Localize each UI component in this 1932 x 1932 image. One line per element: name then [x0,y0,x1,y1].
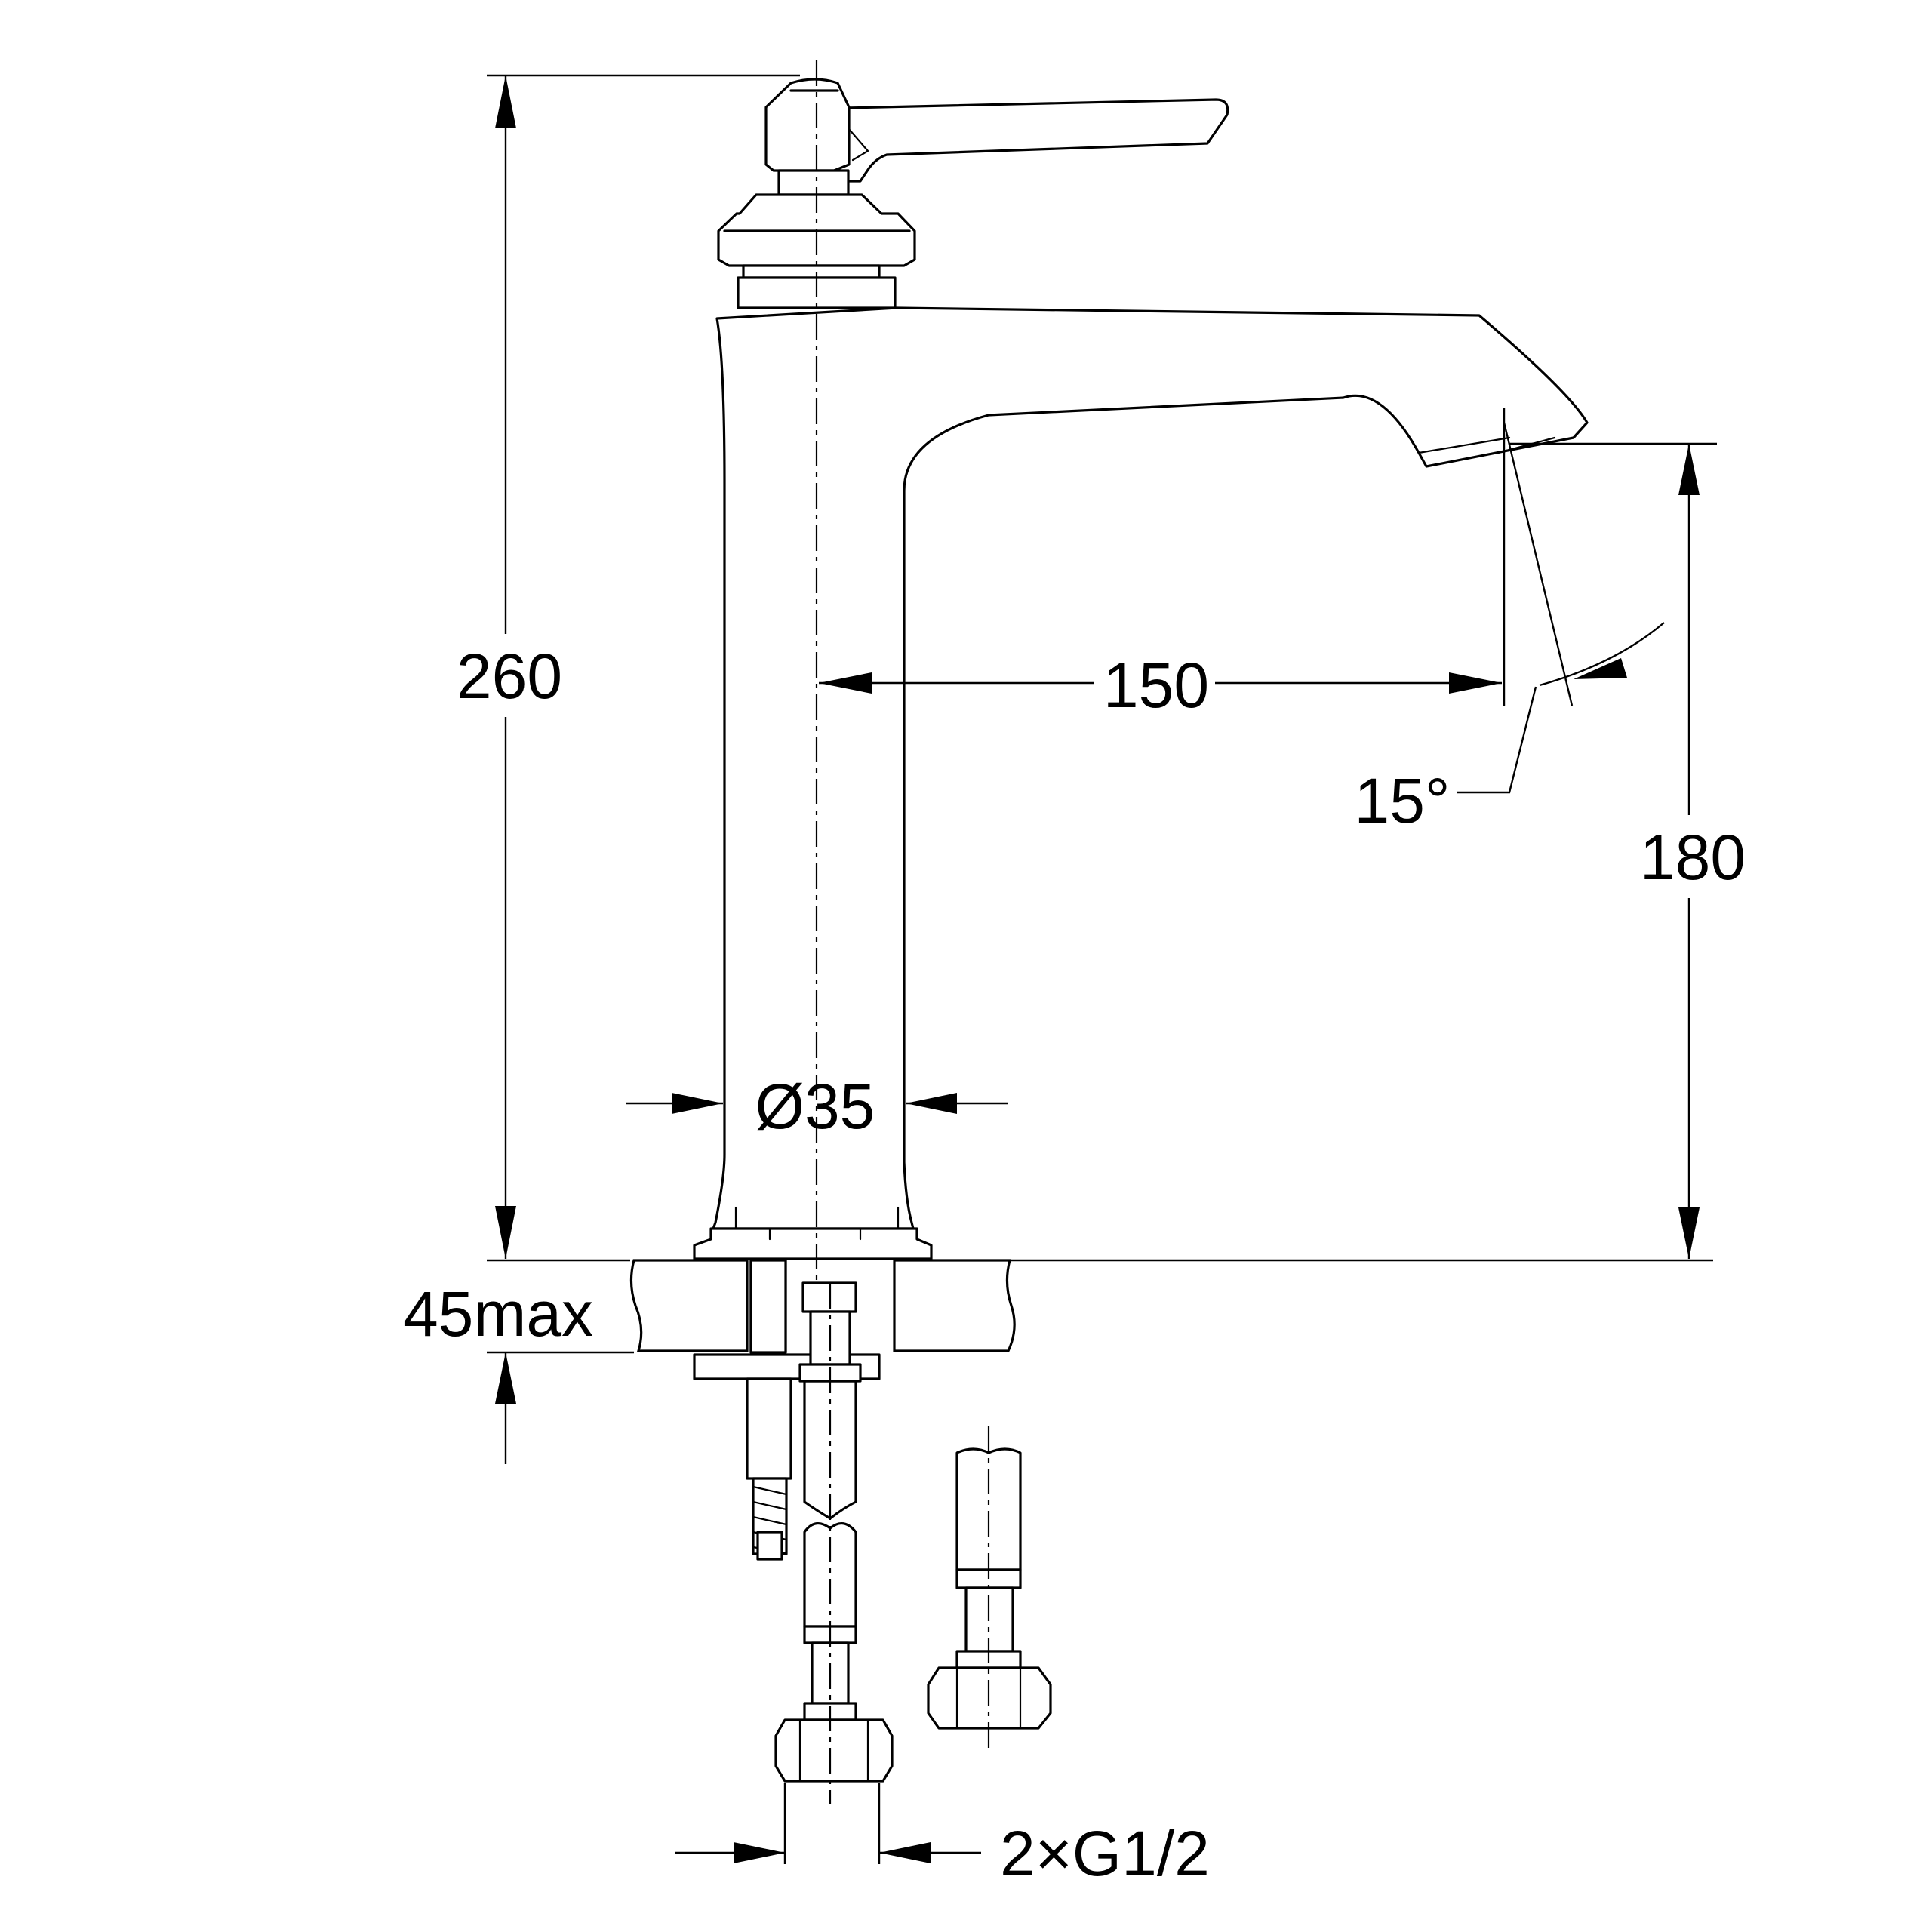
hose-nut-1 [774,1718,894,1783]
dim-label-body-diameter: Ø35 [755,1071,875,1142]
dim-label-overall-height: 260 [457,641,562,712]
dim-label-spout-angle: 15° [1354,765,1450,836]
mounting-hardware [693,1259,881,1561]
centerlines [815,60,990,1804]
countertop-right [893,1259,1016,1352]
dim-label-deck-thickness: 45max [403,1278,593,1349]
countertop-section [629,1259,1713,1352]
handle-cap [764,78,851,172]
handle-lever [829,98,1229,183]
dim-deck-thickness: 45max [403,1259,634,1464]
countertop-left [629,1259,749,1352]
dim-body-diameter: Ø35 [626,1071,1008,1142]
dim-connection: 2×G1/2 [675,1783,1210,1889]
dim-spout-reach: 150 [819,408,1506,724]
dim-overall-height: 260 [453,74,800,1259]
dim-spout-height: 180 [1509,442,1747,1259]
dim-label-spout-reach: 150 [1103,650,1209,721]
dim-label-spout-height: 180 [1640,822,1746,893]
dim-label-connection: 2×G1/2 [1000,1818,1210,1889]
dim-spout-angle: 15° [1354,422,1665,836]
faucet-body [712,306,1589,1230]
supply-hose-1 [774,1380,894,1783]
